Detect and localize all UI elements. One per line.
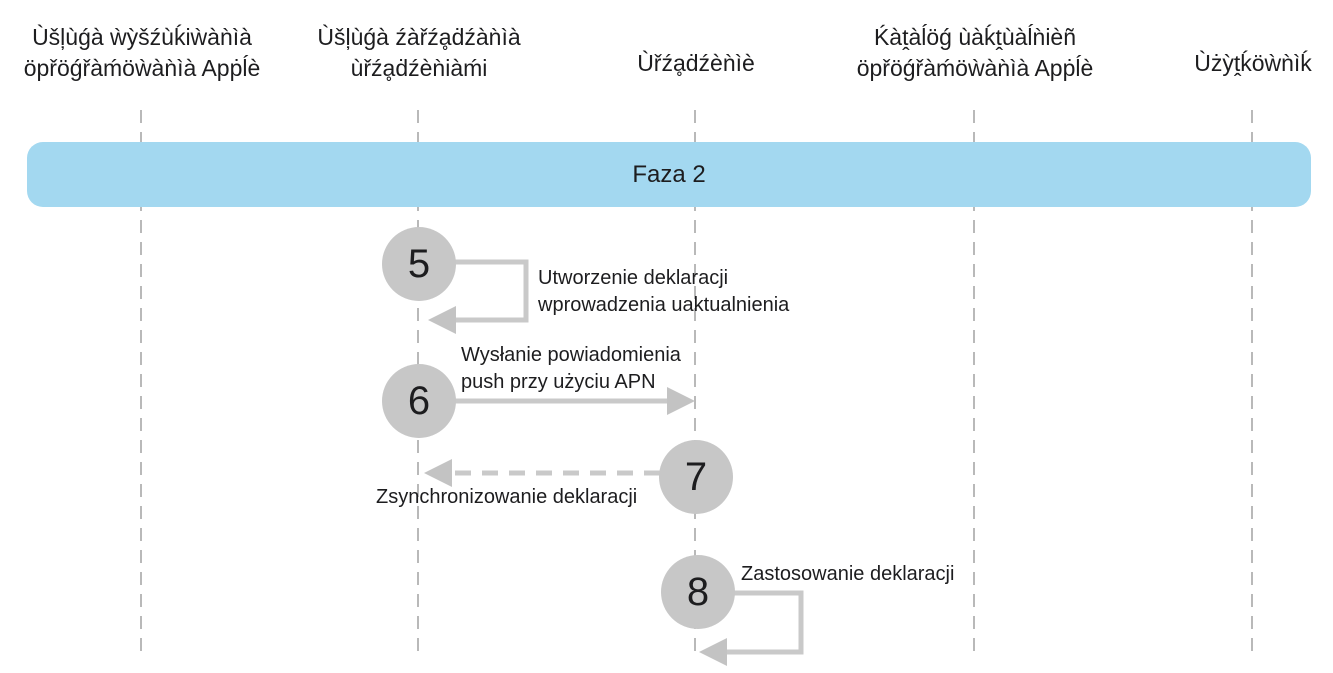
arrowhead-step-8 xyxy=(699,638,727,666)
message-label-line: wprowadzenia uaktualnienia xyxy=(538,294,790,316)
message-label-step-6: Wysłanie powiadomienia push przy użyciu … xyxy=(461,342,681,396)
message-label-line: Wysłanie powiadomienia xyxy=(461,344,681,366)
message-label-step-7: Zsynchronizowanie deklaracji xyxy=(376,484,637,511)
step-number: 5 xyxy=(407,241,431,286)
self-loop-arrow-step-5 xyxy=(448,259,529,323)
step-circle-7: 7 xyxy=(659,440,733,514)
message-label-step-8: Zastosowanie deklaracji xyxy=(741,561,954,588)
message-label-line: Zastosowanie deklaracji xyxy=(741,563,955,585)
lane-header-apple-software-update-catalog: Ḱàṱàĺöǵ ùàḱṱùàĺǹièñ öpřöǵřàḿöẁàǹìà Apṗĺè xyxy=(857,22,1094,84)
lane-header-apple-software-lookup-service: Ùšļùǵà ẁỳšźùḱiẁàǹìà öpřöǵřàḿöẁàǹìà Apṗĺè xyxy=(24,22,261,84)
lane-header-line: ùřźḁḋźèǹiàḿi xyxy=(350,55,488,81)
lane-header-device-management-service: Ùšļùǵà źàřźḁḋźàǹìà ùřźḁḋźèǹiàḿi xyxy=(317,22,520,84)
arrowhead-step-5 xyxy=(428,306,456,334)
lane-header-device: Ùřźḁḋźèǹìè xyxy=(637,48,755,79)
lifeline-user xyxy=(1251,110,1253,656)
lifeline-device xyxy=(694,110,696,656)
lifeline-apple-software-update-catalog xyxy=(973,110,975,656)
step-circle-6: 6 xyxy=(382,364,456,438)
lane-header-user: Ùżỳṱḱöẁǹìḱ xyxy=(1194,48,1312,79)
message-label-line: push przy użyciu APN xyxy=(461,371,656,393)
lane-header-line: Ùżỳṱḱöẁǹìḱ xyxy=(1194,50,1312,76)
step-number: 8 xyxy=(686,569,710,614)
lane-header-line: öpřöǵřàḿöẁàǹìà Apṗĺè xyxy=(856,55,1094,81)
arrowhead-step-7 xyxy=(424,459,452,487)
step-circle-8: 8 xyxy=(661,555,735,629)
step-circle-5: 5 xyxy=(382,227,456,301)
message-label-step-5: Utworzenie deklaracji wprowadzenia uaktu… xyxy=(538,265,789,319)
message-label-line: Zsynchronizowanie deklaracji xyxy=(376,486,638,508)
phase-banner: Faza 2 xyxy=(27,142,1311,207)
lane-header-line: Ùšļùǵà źàřźḁḋźàǹìà xyxy=(317,24,521,50)
step-number: 7 xyxy=(684,454,708,499)
lane-header-line: Ḱàṱàĺöǵ ùàḱṱùàĺǹièñ xyxy=(873,24,1077,50)
lane-header-line: Ùšļùǵà ẁỳšźùḱiẁàǹìà xyxy=(32,24,252,50)
arrowhead-step-6 xyxy=(667,387,695,415)
self-loop-arrow-step-8 xyxy=(726,590,804,655)
lifeline-apple-software-lookup-service xyxy=(140,110,142,656)
step-number: 6 xyxy=(407,378,431,423)
message-label-line: Utworzenie deklaracji xyxy=(538,267,729,289)
phase-banner-label: Faza 2 xyxy=(632,160,706,188)
lane-header-line: Ùřźḁḋźèǹìè xyxy=(637,50,755,76)
lane-header-line: öpřöǵřàḿöẁàǹìà Apṗĺè xyxy=(23,55,261,81)
